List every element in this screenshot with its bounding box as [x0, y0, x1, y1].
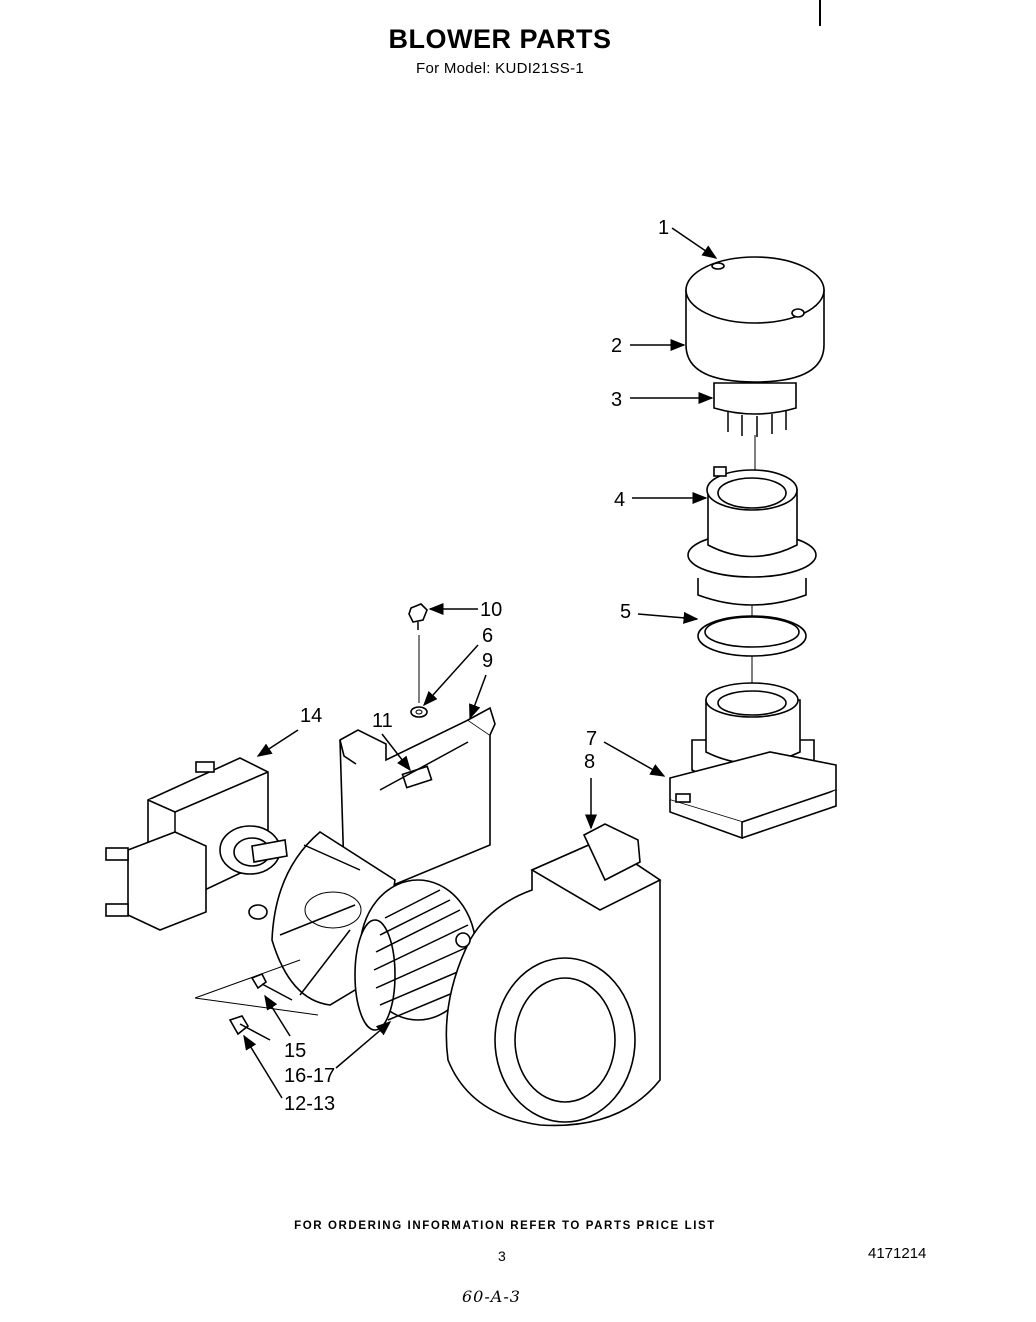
part-10-screw: [408, 603, 428, 630]
part-5-o-ring: [697, 615, 807, 657]
part-4-bearing-housing: [687, 466, 817, 606]
callout-11: 11: [372, 710, 393, 732]
page-title: BLOWER PARTS: [388, 24, 612, 54]
exploded-parts-diagram: 1 2 3 4 5 10 6 9 14 11 7 8 15 16-17 12-1…: [105, 217, 837, 1127]
callout-8: 8: [584, 751, 595, 773]
fastener-guide-line: [194, 959, 301, 999]
part-2-cap-housing: [685, 256, 825, 383]
part-7-mounting-plate: [669, 751, 837, 840]
page-number: 3: [498, 1248, 506, 1264]
callout-3: 3: [611, 389, 622, 411]
handwritten-annotation: 60-A-3: [462, 1287, 521, 1306]
ordering-info-note: FOR ORDERING INFORMATION REFER TO PARTS …: [294, 1220, 716, 1232]
callout-9: 9: [482, 650, 493, 672]
leader-7: [603, 741, 666, 777]
model-subtitle: For Model: KUDI21SS-1: [415, 60, 585, 77]
callout-10: 10: [480, 599, 502, 621]
page-edge-mark: [819, 0, 821, 26]
part-15-screw: [250, 972, 293, 1001]
leader-14: [256, 729, 299, 757]
part-3-terminal-socket: [713, 382, 797, 437]
callout-1: 1: [658, 217, 669, 239]
callout-12-13: 12-13: [284, 1093, 335, 1115]
callout-6: 6: [482, 625, 493, 647]
part-6-washer: [410, 706, 428, 718]
leader-12-13: [243, 1034, 283, 1099]
part-14-motor: [105, 757, 288, 931]
leader-15: [264, 994, 291, 1037]
leader-5: [637, 611, 699, 624]
callout-15: 15: [284, 1040, 306, 1062]
blower-housing: [445, 823, 662, 1127]
callout-7: 7: [586, 728, 597, 750]
callout-5: 5: [620, 601, 631, 623]
leader-11: [381, 733, 411, 772]
callout-4: 4: [614, 489, 625, 511]
fastener-guide-line-2: [194, 997, 319, 1016]
leader-9: [469, 674, 487, 720]
document-number: 4171214: [868, 1245, 927, 1262]
leader-16-17: [335, 1021, 392, 1069]
callout-16-17: 16-17: [284, 1065, 335, 1087]
leader-6: [422, 644, 479, 707]
callout-14: 14: [300, 705, 322, 727]
callout-2: 2: [611, 335, 622, 357]
leader-1: [671, 227, 718, 259]
part-12-screw: [228, 1015, 271, 1041]
